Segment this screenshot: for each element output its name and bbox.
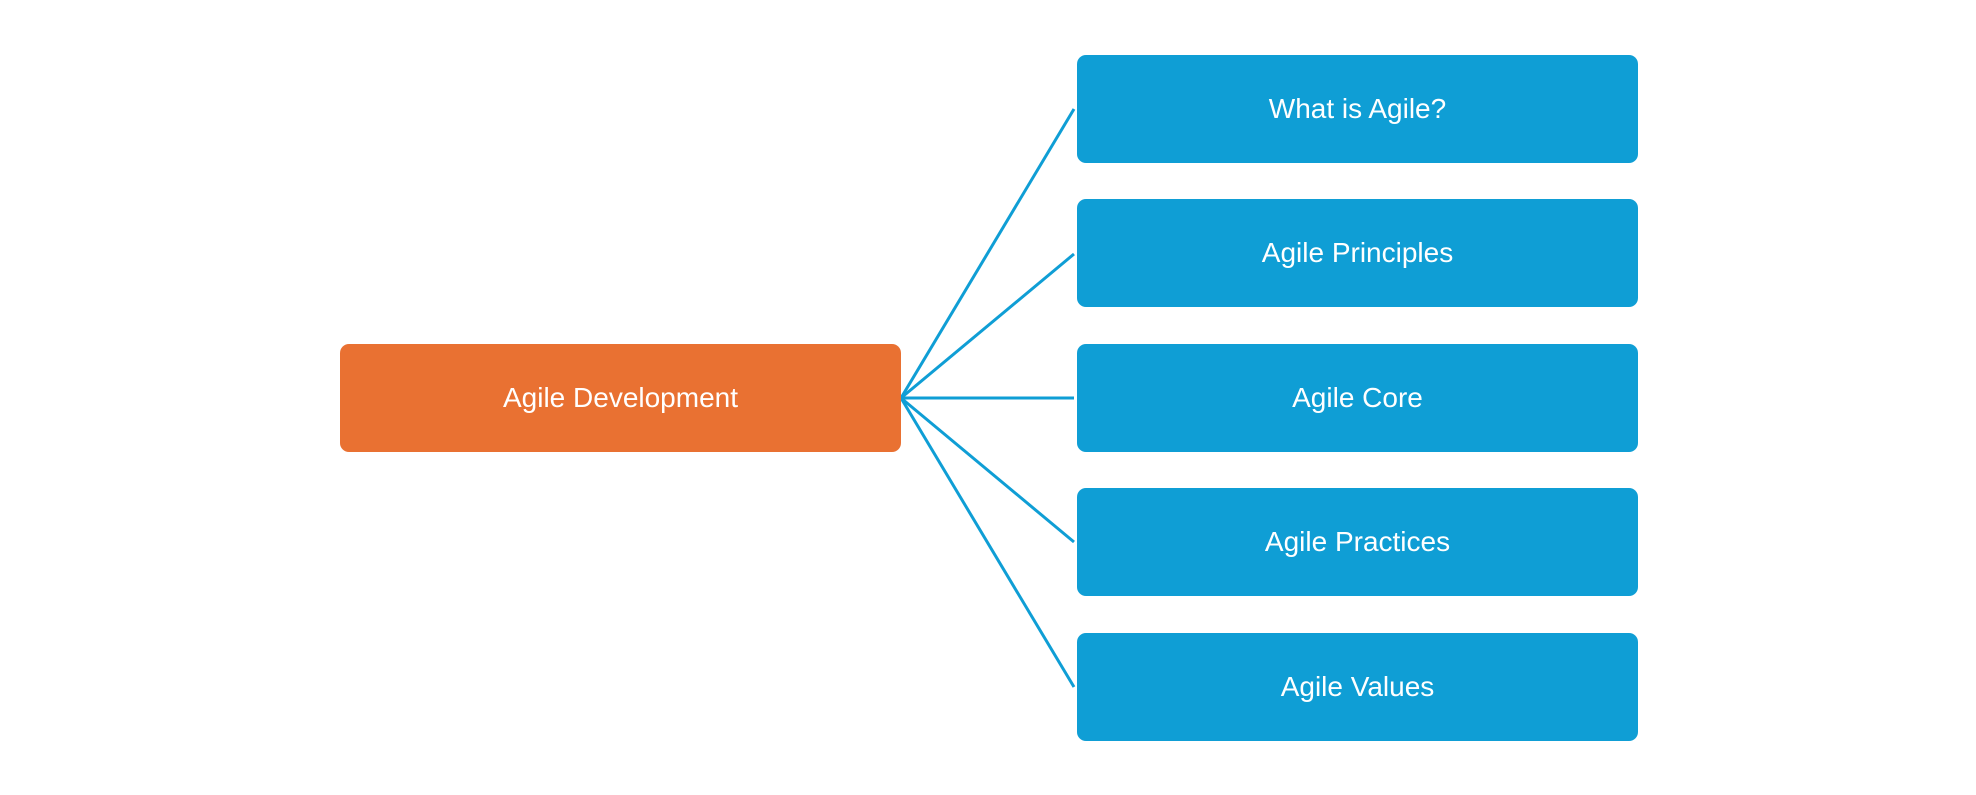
connector-agile-values xyxy=(899,397,1076,688)
child-node-what-is-agile: What is Agile? xyxy=(1077,55,1638,163)
connector-what-is-agile xyxy=(899,108,1076,399)
connector-agile-practices xyxy=(900,396,1075,544)
child-node-agile-values: Agile Values xyxy=(1077,633,1638,741)
child-node-label: Agile Principles xyxy=(1261,237,1454,268)
root-node-label: Agile Development xyxy=(502,382,739,413)
root-node: Agile Development xyxy=(340,344,901,452)
child-node-agile-principles: Agile Principles xyxy=(1077,199,1638,307)
connector-agile-principles xyxy=(900,252,1075,400)
child-node-agile-practices: Agile Practices xyxy=(1077,488,1638,596)
child-node-label: Agile Core xyxy=(1292,382,1423,413)
child-node-agile-core: Agile Core xyxy=(1077,344,1638,452)
child-node-label: Agile Values xyxy=(1280,671,1435,702)
child-node-label: Agile Practices xyxy=(1264,526,1451,557)
child-node-label: What is Agile? xyxy=(1268,93,1447,124)
